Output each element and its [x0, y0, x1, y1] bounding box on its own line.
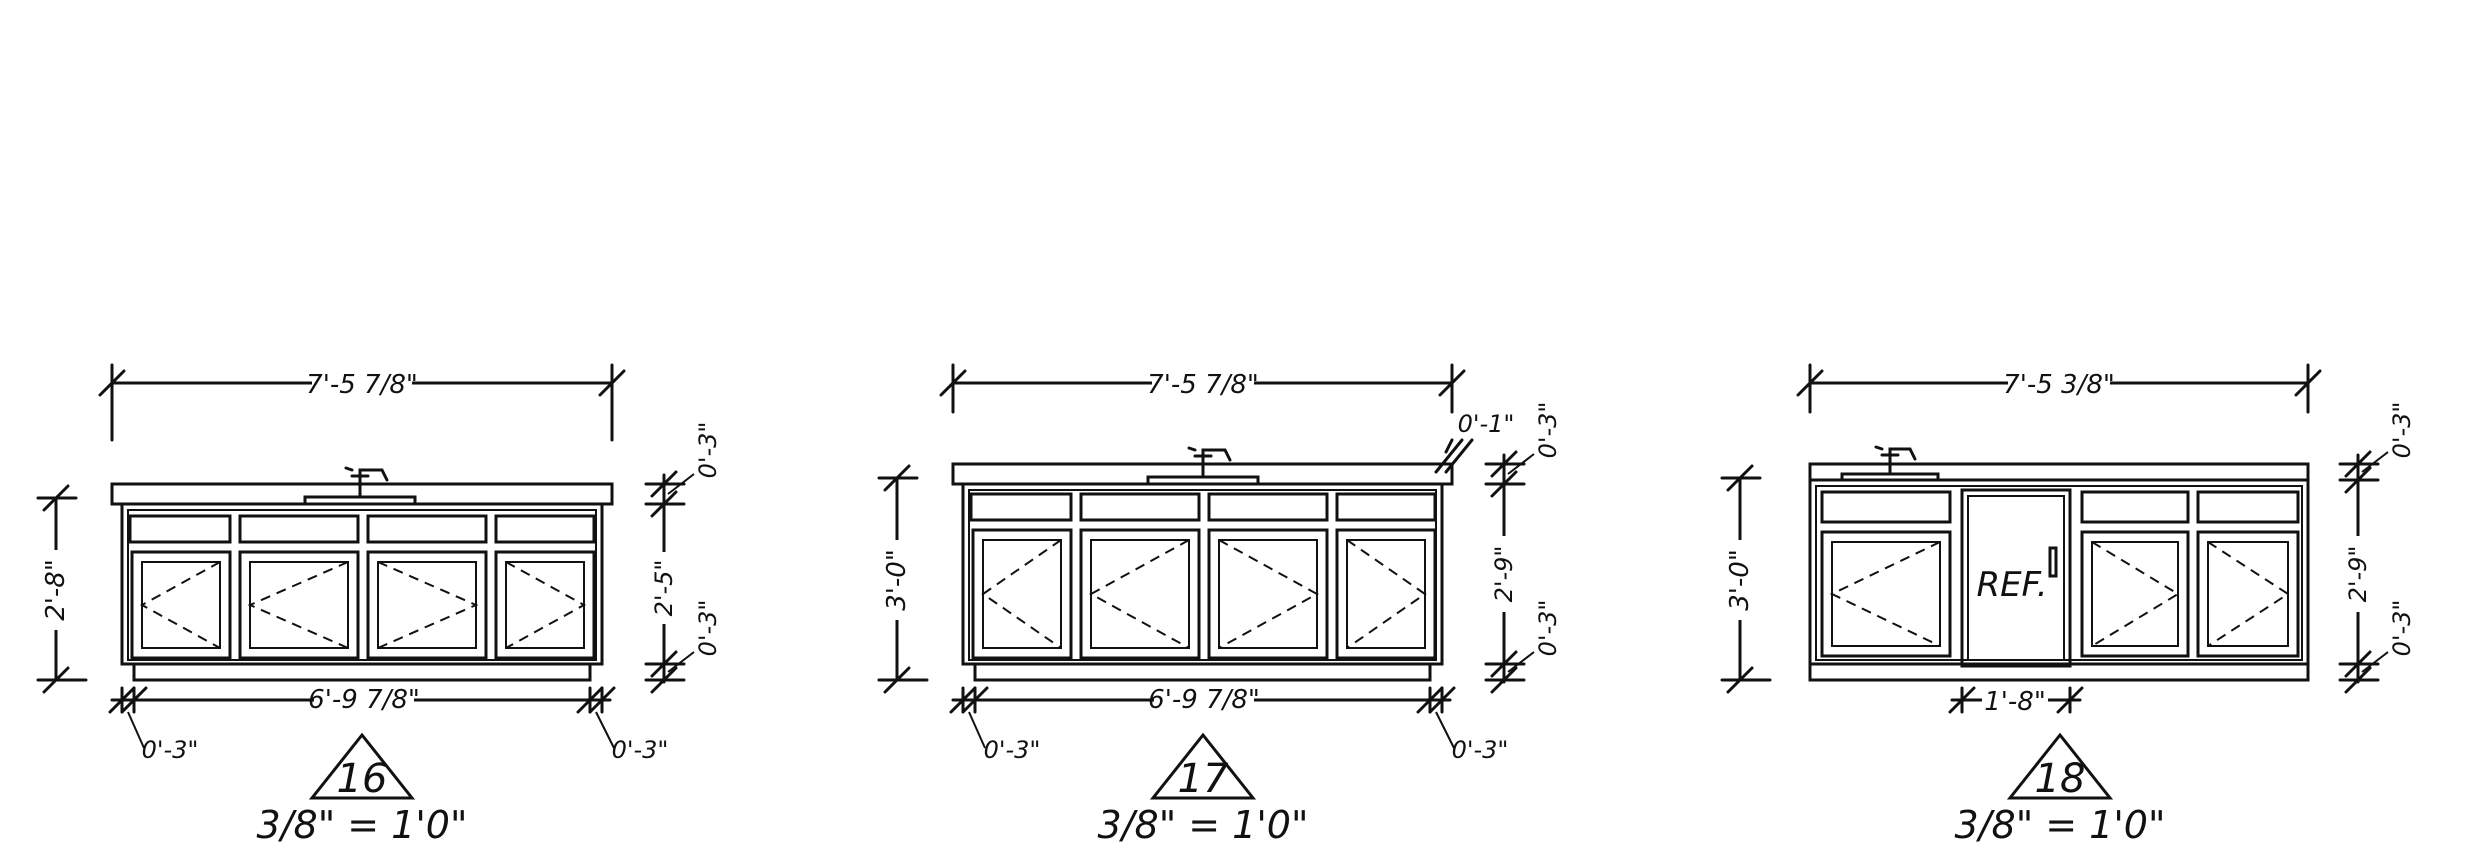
- right-dimension-stack: [644, 470, 695, 694]
- scale-label: 3/8" = 1'0": [257, 803, 468, 847]
- countertop: [110, 482, 614, 506]
- right-dimension-label-top: 0'-3": [1534, 402, 1562, 459]
- drawer: [969, 492, 1073, 522]
- bottom-dimension-line: [108, 684, 616, 749]
- overhang-dimension-label: 0'-1": [1458, 410, 1515, 438]
- door: [2080, 530, 2190, 658]
- height-dimension-label: 2'-8": [41, 559, 71, 621]
- door: [1207, 528, 1329, 660]
- base-cabinet: REF.: [1808, 478, 2310, 682]
- door: [1335, 528, 1437, 660]
- right-dimension-label-middle: 2'-9": [2344, 546, 2372, 603]
- top-dimension-line: [939, 363, 1466, 414]
- height-dimension-label: 3'-0": [1725, 549, 1755, 611]
- right-dimension-stack: [1484, 450, 1535, 694]
- elevation-number: 16: [337, 756, 388, 802]
- base-cabinet: [961, 482, 1444, 682]
- door: [238, 550, 360, 660]
- drawer: [366, 514, 488, 544]
- toe-kick: [973, 662, 1432, 682]
- right-dimension-stack: [2338, 450, 2389, 694]
- base-cabinet: [120, 502, 604, 682]
- height-dimension-line: [36, 484, 88, 694]
- toe-dimension-label-right: 0'-3": [612, 736, 669, 764]
- toe-kick: [1808, 662, 2310, 682]
- door: [2196, 530, 2300, 658]
- toe-dimension-label-right: 0'-3": [1452, 736, 1509, 764]
- bottom-dimension-label: 6'-9 7/8": [1148, 685, 1260, 715]
- elevation-tag-triangle: [2006, 732, 2114, 800]
- elevation-16: 7'-5 7/8": [36, 363, 722, 847]
- right-dimension-label-top: 0'-3": [2388, 402, 2416, 459]
- drawer: [1207, 492, 1329, 522]
- door: [130, 550, 232, 660]
- top-dimension-label: 7'-5 3/8": [2003, 370, 2115, 400]
- toe-dimension-label-left: 0'-3": [142, 736, 199, 764]
- drawer: [2080, 490, 2190, 524]
- door: [971, 528, 1073, 660]
- refrigerator-handle: [2048, 546, 2058, 578]
- top-dimension-line: [1796, 363, 2322, 414]
- top-dimension-label: 7'-5 7/8": [1147, 370, 1259, 400]
- door: [1079, 528, 1201, 660]
- refrigerator-label: REF.: [1976, 565, 2047, 605]
- elevation-tag-triangle: [308, 732, 416, 800]
- drawer: [2196, 490, 2300, 524]
- right-dimension-label-middle: 2'-5": [650, 560, 678, 617]
- faucet-icon: [1146, 446, 1260, 486]
- height-dimension-line: [1720, 464, 1772, 694]
- drawer: [238, 514, 360, 544]
- height-dimension-label: 3'-0": [882, 549, 912, 611]
- elevation-number: 18: [2035, 756, 2086, 802]
- door: [1820, 530, 1952, 658]
- faucet-icon: [303, 466, 417, 506]
- bottom-dimension-line: [949, 684, 1456, 749]
- refrigerator: [1960, 488, 2072, 668]
- elevation-17: 7'-5 7/8": [877, 363, 1562, 847]
- height-dimension-line: [877, 464, 929, 694]
- bottom-dimension-line: [1948, 684, 2084, 716]
- toe-kick: [132, 662, 592, 682]
- drawer: [1335, 492, 1437, 522]
- overhang-dimension: [1434, 438, 1474, 474]
- bottom-dimension-label: 6'-9 7/8": [308, 685, 420, 715]
- toe-dimension-label-left: 0'-3": [984, 736, 1041, 764]
- door: [366, 550, 488, 660]
- elevation-18: 7'-5 3/8" REF.: [1720, 363, 2416, 847]
- scale-label: 3/8" = 1'0": [1955, 803, 2166, 847]
- elevation-tag-triangle: [1149, 732, 1257, 800]
- drawer: [128, 514, 232, 544]
- drawer: [1079, 492, 1201, 522]
- door: [494, 550, 596, 660]
- right-dimension-label-bottom: 0'-3": [2388, 600, 2416, 657]
- drawer: [1820, 490, 1952, 524]
- right-dimension-label-top: 0'-3": [694, 422, 722, 479]
- right-dimension-label-bottom: 0'-3": [694, 600, 722, 657]
- bottom-dimension-label: 1'-8": [1984, 687, 2046, 717]
- right-dimension-label-middle: 2'-9": [1490, 546, 1518, 603]
- elevation-number: 17: [1178, 756, 1229, 802]
- top-dimension-label: 7'-5 7/8": [306, 370, 418, 400]
- right-dimension-label-bottom: 0'-3": [1534, 600, 1562, 657]
- scale-label: 3/8" = 1'0": [1098, 803, 1309, 847]
- drawer: [494, 514, 596, 544]
- top-dimension-line: [98, 363, 626, 442]
- countertop: [1808, 462, 2310, 482]
